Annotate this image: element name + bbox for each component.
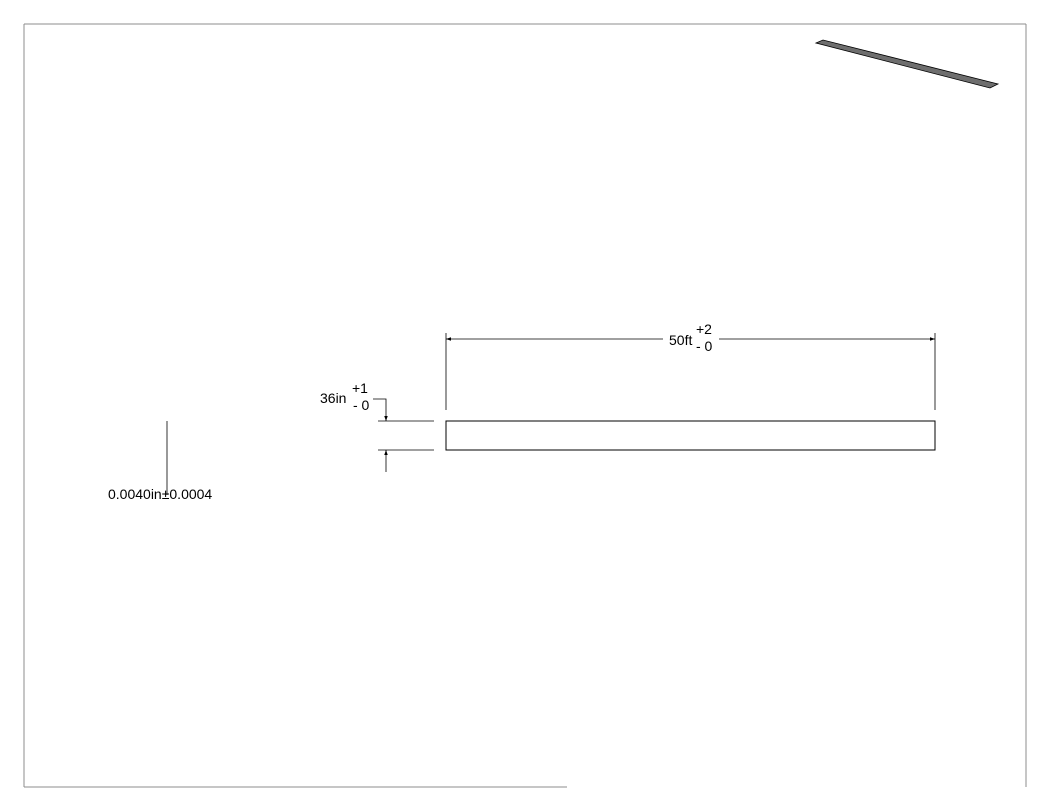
width-leader-top	[373, 398, 388, 421]
drawing-frame	[23, 23, 1027, 788]
width-dimension	[373, 398, 434, 472]
width-upper-tolerance: +1	[352, 380, 368, 396]
length-value: 50ft	[669, 332, 692, 348]
width-lower-tolerance: - 0	[353, 397, 370, 413]
strip-front-view	[445, 420, 936, 451]
length-lower-tolerance: - 0	[696, 338, 713, 354]
length-dimension	[445, 333, 936, 410]
width-value: 36in	[320, 390, 346, 406]
length-upper-tolerance: +2	[696, 321, 712, 337]
thickness-label: 0.0040in±0.0004	[108, 486, 212, 502]
isometric-strip-view	[814, 39, 1000, 89]
